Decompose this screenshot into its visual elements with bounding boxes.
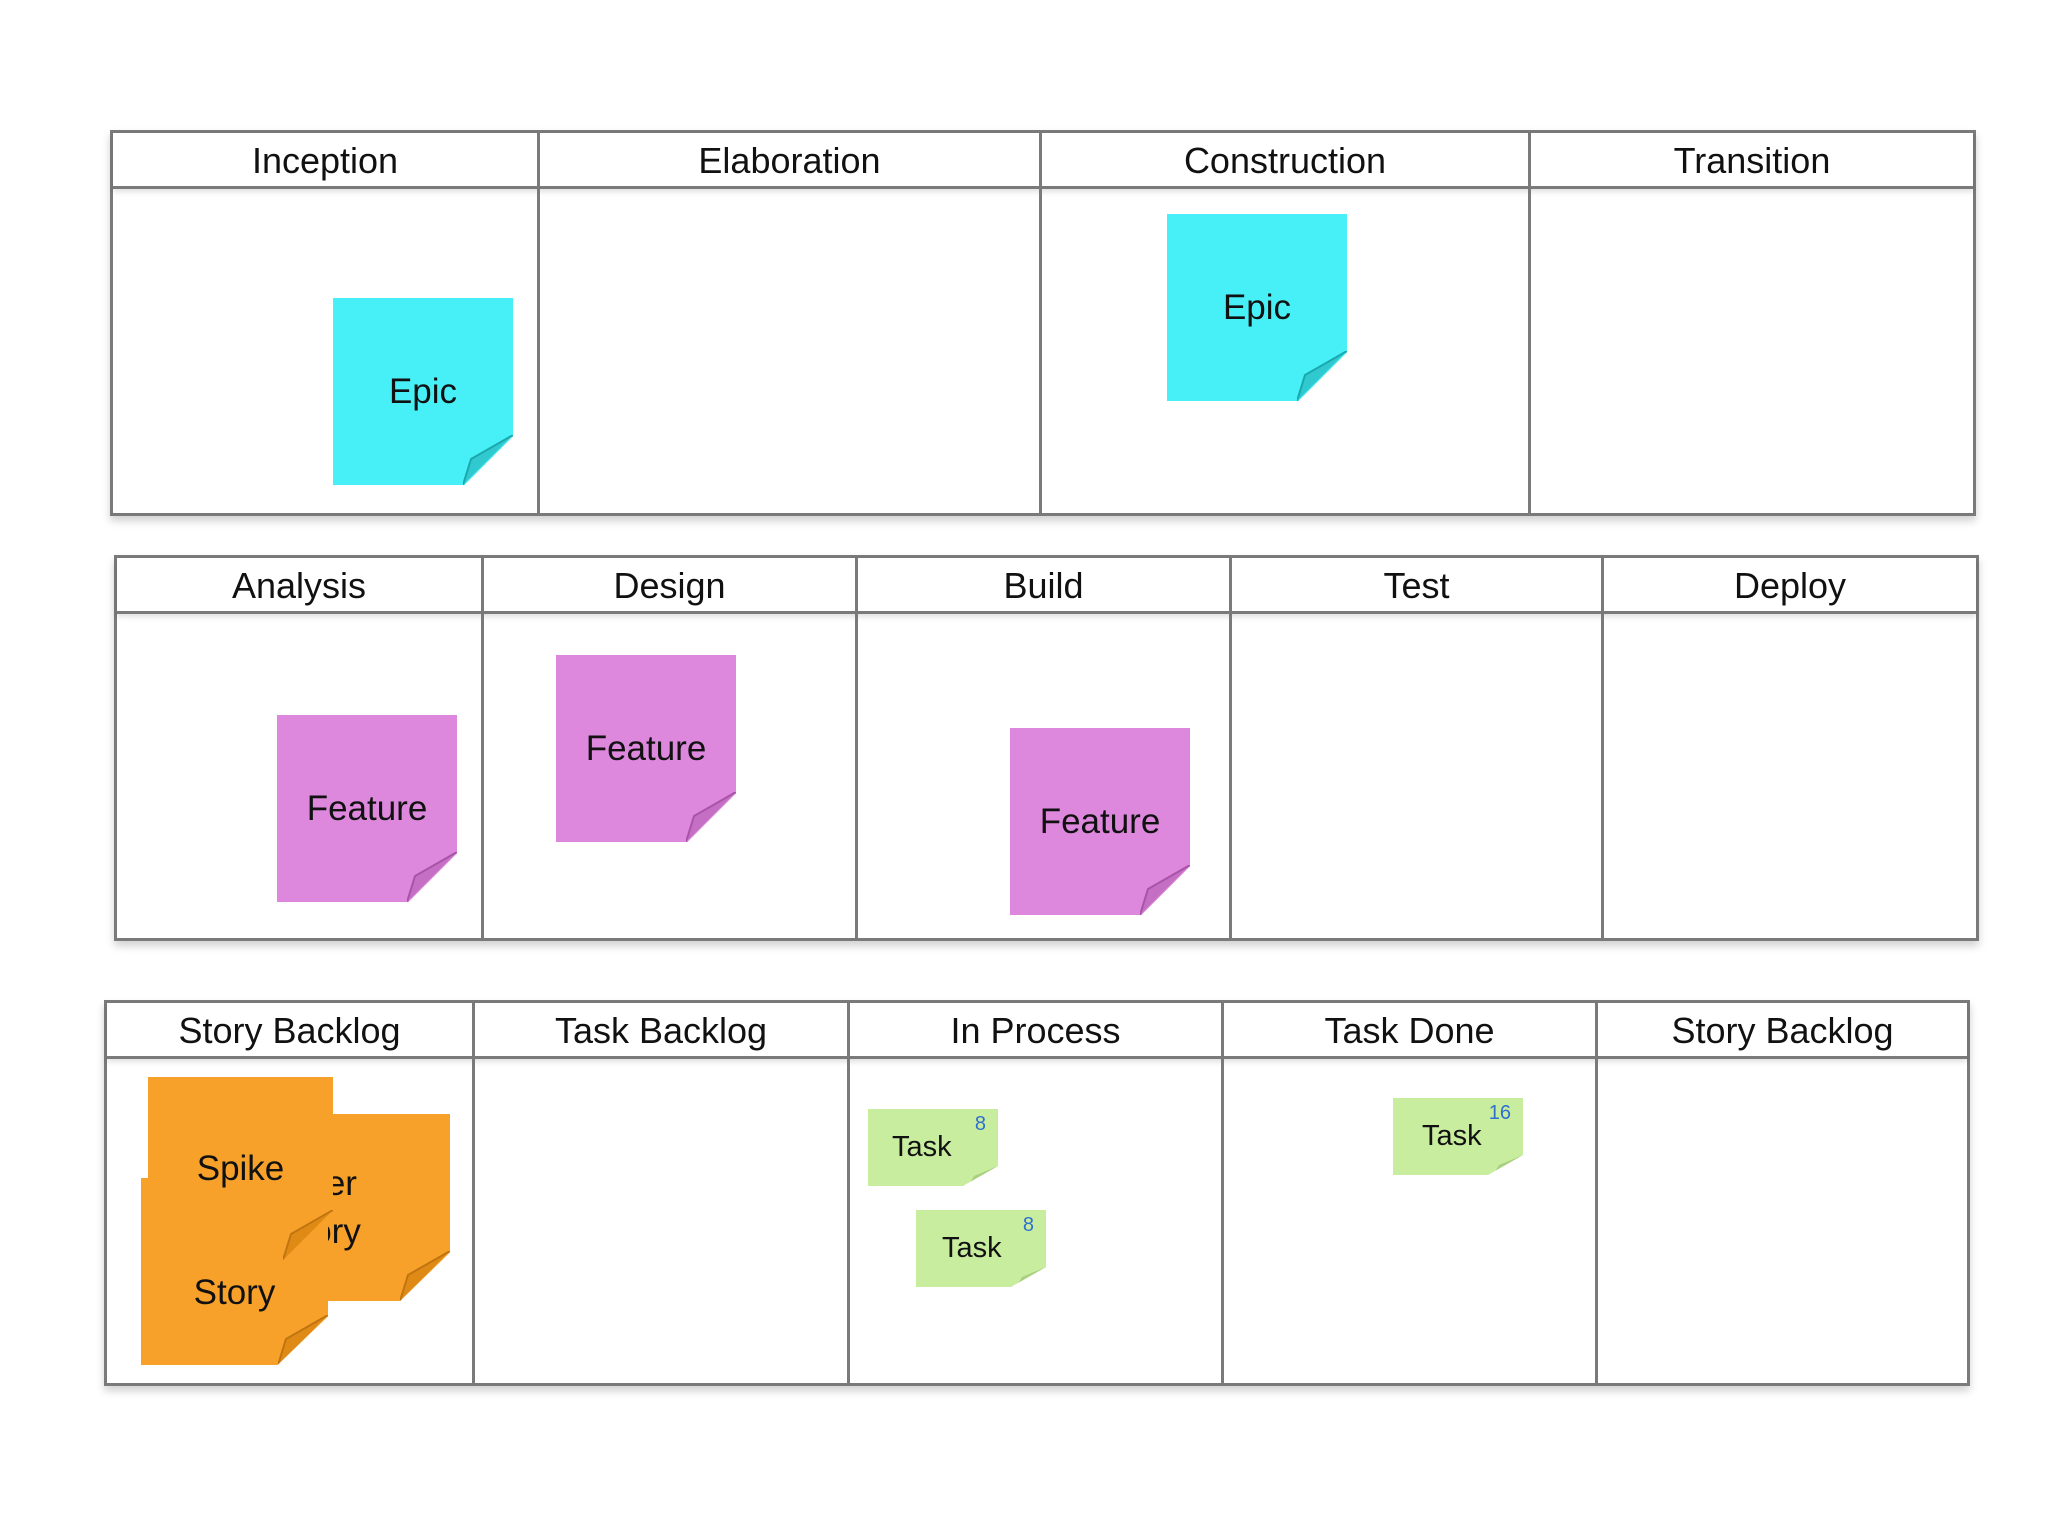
page-curl-icon: [1297, 351, 1347, 401]
feature-sticky-note[interactable]: Feature: [1010, 728, 1190, 915]
column-header-elaboration: Elaboration: [698, 140, 881, 181]
task-points-badge: 8: [1022, 1214, 1034, 1236]
board-header-row: [117, 558, 1976, 614]
column-divider: [481, 558, 484, 938]
column-header-story-backlog-done: Story Backlog: [1671, 1010, 1894, 1051]
column-divider: [855, 558, 858, 938]
task-sticky-note[interactable]: Task 8: [868, 1109, 998, 1186]
task-points-badge: 16: [1488, 1102, 1511, 1124]
page-curl-icon: [463, 435, 513, 485]
note-label: Feature: [1039, 801, 1161, 841]
task-sticky-note[interactable]: Task 8: [916, 1210, 1046, 1287]
page-curl-icon: [283, 1210, 333, 1260]
epic-sticky-note[interactable]: Epic: [1167, 214, 1347, 401]
note-label: Task: [1422, 1120, 1482, 1152]
note-label: Epic: [1222, 287, 1292, 327]
column-header-task-done: Task Done: [1324, 1010, 1495, 1051]
page-curl-icon: [400, 1251, 450, 1301]
task-points-badge: 8: [974, 1113, 986, 1135]
column-header-test: Test: [1383, 565, 1450, 606]
column-header-design: Design: [613, 565, 726, 606]
spike-sticky-note[interactable]: Spike: [148, 1077, 333, 1260]
column-header-task-backlog: Task Backlog: [554, 1010, 768, 1051]
epic-sticky-note[interactable]: Epic: [333, 298, 513, 485]
note-label: Feature: [585, 728, 707, 768]
column-header-build: Build: [1003, 565, 1084, 606]
column-header-story-backlog: Story Backlog: [178, 1010, 401, 1051]
column-divider: [1528, 133, 1531, 513]
column-divider: [1601, 558, 1604, 938]
column-divider: [1039, 133, 1042, 513]
column-header-in-process: In Process: [950, 1010, 1121, 1051]
column-header-construction: Construction: [1183, 140, 1387, 181]
column-header-transition: Transition: [1673, 140, 1831, 181]
column-divider: [1595, 1003, 1598, 1383]
board-header-row: [107, 1003, 1967, 1059]
page-curl-icon: [407, 852, 457, 902]
column-header-analysis: Analysis: [231, 565, 367, 606]
feature-sticky-note[interactable]: Feature: [277, 715, 457, 902]
column-header-inception: Inception: [251, 140, 399, 181]
column-header-deploy: Deploy: [1733, 565, 1847, 606]
column-divider: [537, 133, 540, 513]
board-header-row: [113, 133, 1973, 189]
note-label: Task: [942, 1232, 1002, 1264]
page-curl-icon: [1140, 865, 1190, 915]
column-divider: [847, 1003, 850, 1383]
feature-sticky-note[interactable]: Feature: [556, 655, 736, 842]
note-label: Feature: [306, 788, 428, 828]
page-curl-icon: [686, 792, 736, 842]
task-sticky-note[interactable]: Task 16: [1393, 1098, 1523, 1175]
column-divider: [1221, 1003, 1224, 1383]
note-label: Spike: [196, 1148, 285, 1188]
column-divider: [1229, 558, 1232, 938]
note-label: Task: [892, 1131, 952, 1163]
note-label: Story: [193, 1273, 276, 1312]
column-divider: [472, 1003, 475, 1383]
note-label: Epic: [388, 371, 458, 411]
